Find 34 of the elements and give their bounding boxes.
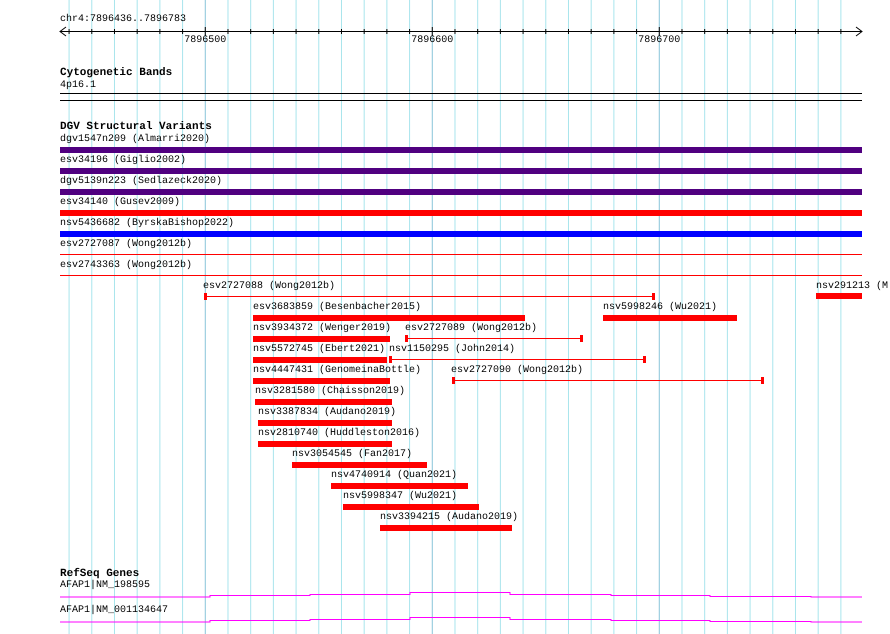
feature-label: AFAP1|NM_198595 [60,580,150,592]
tick-label: 7896600 [411,35,454,47]
feature-label: esv3683859 (Besenbacher2015) [253,302,422,314]
feature-label: 4p16.1 [60,80,96,92]
feature-label: esv34140 (Gusev2009) [60,197,180,209]
track-title: DGV Structural Variants [60,121,212,133]
feature-label: nsv3387834 (Audano2019) [258,407,396,419]
feature-label: nsv5998347 (Wu2021) [343,491,458,503]
feature-label: esv2743363 (Wong2012b) [60,260,192,272]
tick-label: 7896700 [638,35,680,47]
feature-label: esv2727090 (Wong2012b) [451,365,584,377]
feature-label: nsv2810740 (Huddleston2016) [258,428,420,440]
feature-label: nsv5436682 (ByrskaBishop2022) [60,218,234,230]
feature-label: esv2727087 (Wong2012b) [60,239,192,251]
feature-label: nsv4447431 (GenomeinaBottle) [253,365,422,377]
feature-label: dgv5139n223 (Sedlazeck2020) [60,176,222,188]
feature-label: nsv1150295 (John2014) [389,344,516,356]
feature-label: nsv3281580 (Chaisson2019) [255,386,406,398]
feature-label: nsv291213 (M [816,281,888,293]
feature-label: esv2727089 (Wong2012b) [405,323,538,335]
feature-label: nsv5572745 (Ebert2021) [253,344,386,356]
feature-label: esv2727088 (Wong2012b) [203,281,336,293]
tick-label: 7896500 [184,35,226,47]
feature-label: nsv3394215 (Audano2019) [380,512,518,524]
feature-label: nsv4740914 (Quan2021) [331,470,458,482]
feature-label: dgv1547n209 (Almarri2020) [60,134,210,146]
feature-label: esv34196 (Giglio2002) [60,155,186,167]
feature-label: AFAP1|NM_001134647 [60,605,168,617]
locus-title: chr4:7896436..7896783 [60,14,186,26]
feature-label: nsv3054545 (Fan2017) [292,449,412,461]
feature-label: nsv3934372 (Wenger2019) [253,323,392,335]
track-title: RefSeq Genes [60,568,140,580]
feature-label: nsv5998246 (Wu2021) [603,302,718,314]
track-title: Cytogenetic Bands [60,67,172,79]
